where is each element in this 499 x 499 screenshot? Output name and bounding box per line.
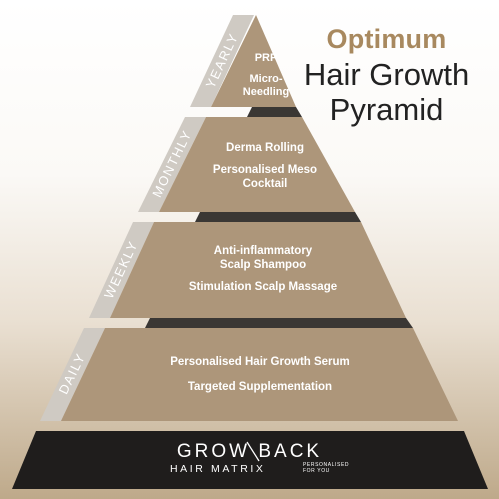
brand-subtitle: HAIR MATRIX [170,463,266,475]
tier-item: Stimulation Scalp Massage [188,280,338,293]
brand-logo-text: GROW BACK [176,441,323,462]
tier-item: PRP [254,52,278,64]
separator-3 [145,318,413,328]
side-band-weekly [89,222,154,318]
tier-monthly [159,117,355,212]
side-band-yearly [190,15,254,107]
tier-item: Micro- Needling [242,73,290,99]
tier-monthly-text: Derma Rolling Personalised Meso Cocktail [185,142,345,191]
tier-weekly [110,222,406,318]
side-band-monthly [138,117,206,212]
tier-item: Derma Rolling [226,142,304,154]
tier-item: Anti-inflammatory Scalp Shampoo [213,245,313,271]
base-band [12,431,488,489]
tier-yearly [211,15,296,107]
side-band-daily [40,328,105,421]
tier-yearly-text: PRP Micro- Needling [231,52,301,100]
tier-daily-text: Personalised Hair Growth Serum Targeted … [120,356,400,395]
tier-daily [61,328,458,421]
brand-tagline: PERSONALISED FOR YOU [303,462,350,474]
title-accent: Optimum [326,24,447,54]
tier-item: Personalised Meso Cocktail [212,163,318,190]
tier-weekly-text: Anti-inflammatory Scalp Shampoo Stimulat… [158,245,368,294]
logo-slash [246,441,260,462]
separator-1 [247,107,302,117]
tier-item: Personalised Hair Growth Serum [170,356,350,368]
tier-item: Targeted Supplementation [187,380,333,393]
separator-2 [195,212,361,222]
title-line-3: Pyramid [329,92,444,127]
title-line-2: Hair Growth [303,57,470,92]
